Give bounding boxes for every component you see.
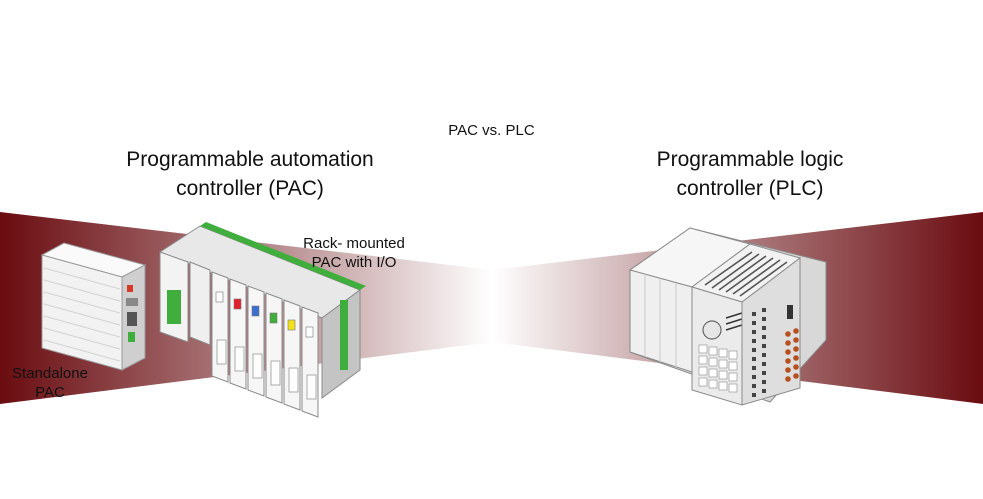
module-color-tag (251, 305, 260, 317)
module-connector (252, 353, 263, 379)
plc-key (728, 361, 738, 371)
plc-key (698, 355, 708, 365)
plc-terminal (785, 349, 791, 355)
io-module (301, 306, 319, 418)
io-module (229, 278, 247, 390)
standalone-pac-device (40, 242, 147, 371)
plc-device (628, 227, 827, 406)
plc-led (752, 330, 756, 334)
module-color-tag (233, 298, 242, 310)
plc-key (728, 383, 738, 393)
plc-led (752, 384, 756, 388)
standalone-label-line2: PAC (35, 384, 65, 401)
module-color-tag (305, 326, 314, 338)
io-module (247, 285, 265, 397)
plc-key (728, 372, 738, 382)
rack-mounted-pac-device (158, 222, 366, 418)
plc-terminal (793, 364, 799, 370)
module-color-tag (287, 319, 296, 331)
plc-terminal (785, 331, 791, 337)
plc-heading: Programmable logic controller (PLC) (565, 145, 935, 203)
plc-key (718, 348, 728, 358)
plc-terminal (785, 367, 791, 373)
plc-key (698, 366, 708, 376)
plc-key (718, 359, 728, 369)
diagram-title: PAC vs. PLC (448, 122, 535, 139)
plc-key (728, 350, 738, 360)
plc-led (762, 371, 766, 375)
module-connector (306, 374, 317, 400)
pac-heading: Programmable automation controller (PAC) (40, 145, 460, 203)
plc-led (752, 321, 756, 325)
plc-led (752, 348, 756, 352)
plc-led (752, 312, 756, 316)
module-color-tag (269, 312, 278, 324)
plc-led (752, 339, 756, 343)
plc-led (762, 353, 766, 357)
rack-label-line2: PAC with I/O (311, 254, 397, 271)
plc-led (762, 344, 766, 348)
plc-led (762, 317, 766, 321)
plc-heading-line2: controller (PLC) (676, 177, 824, 200)
standalone-label-line1: Standalone (12, 365, 88, 382)
io-module (265, 292, 283, 404)
rack-label-line1: Rack- mounted (303, 235, 405, 252)
plc-terminal (785, 358, 791, 364)
plc-key (708, 346, 718, 356)
plc-key (708, 379, 718, 389)
module-connector (270, 360, 281, 386)
plc-terminal (793, 328, 799, 334)
plc-key (708, 368, 718, 378)
plc-led (752, 366, 756, 370)
plc-terminal (793, 355, 799, 361)
plc-key (698, 377, 708, 387)
plc-led (762, 380, 766, 384)
plc-key (698, 344, 708, 354)
plc-key (708, 357, 718, 367)
plc-terminal (793, 373, 799, 379)
plc-key (718, 381, 728, 391)
plc-led (762, 326, 766, 330)
plc-terminal (785, 376, 791, 382)
standalone-pac-label: Standalone PAC (0, 364, 100, 402)
module-color-tag (215, 291, 224, 303)
rack-mounted-pac-label: Rack- mounted PAC with I/O (294, 234, 414, 272)
pac-heading-line1: Programmable automation (126, 148, 374, 171)
module-connector (288, 367, 299, 393)
io-module (211, 271, 229, 383)
module-connector (216, 339, 227, 365)
plc-led (752, 357, 756, 361)
io-module (283, 299, 301, 411)
plc-terminal (793, 346, 799, 352)
plc-led (762, 308, 766, 312)
plc-heading-line1: Programmable logic (656, 148, 844, 171)
module-connector (234, 346, 245, 372)
plc-led (752, 393, 756, 397)
plc-led (752, 375, 756, 379)
pac-heading-line2: controller (PAC) (176, 177, 324, 200)
plc-terminal (793, 337, 799, 343)
plc-led (762, 389, 766, 393)
plc-terminal (785, 340, 791, 346)
plc-key (718, 370, 728, 380)
plc-led (762, 335, 766, 339)
plc-led (762, 362, 766, 366)
